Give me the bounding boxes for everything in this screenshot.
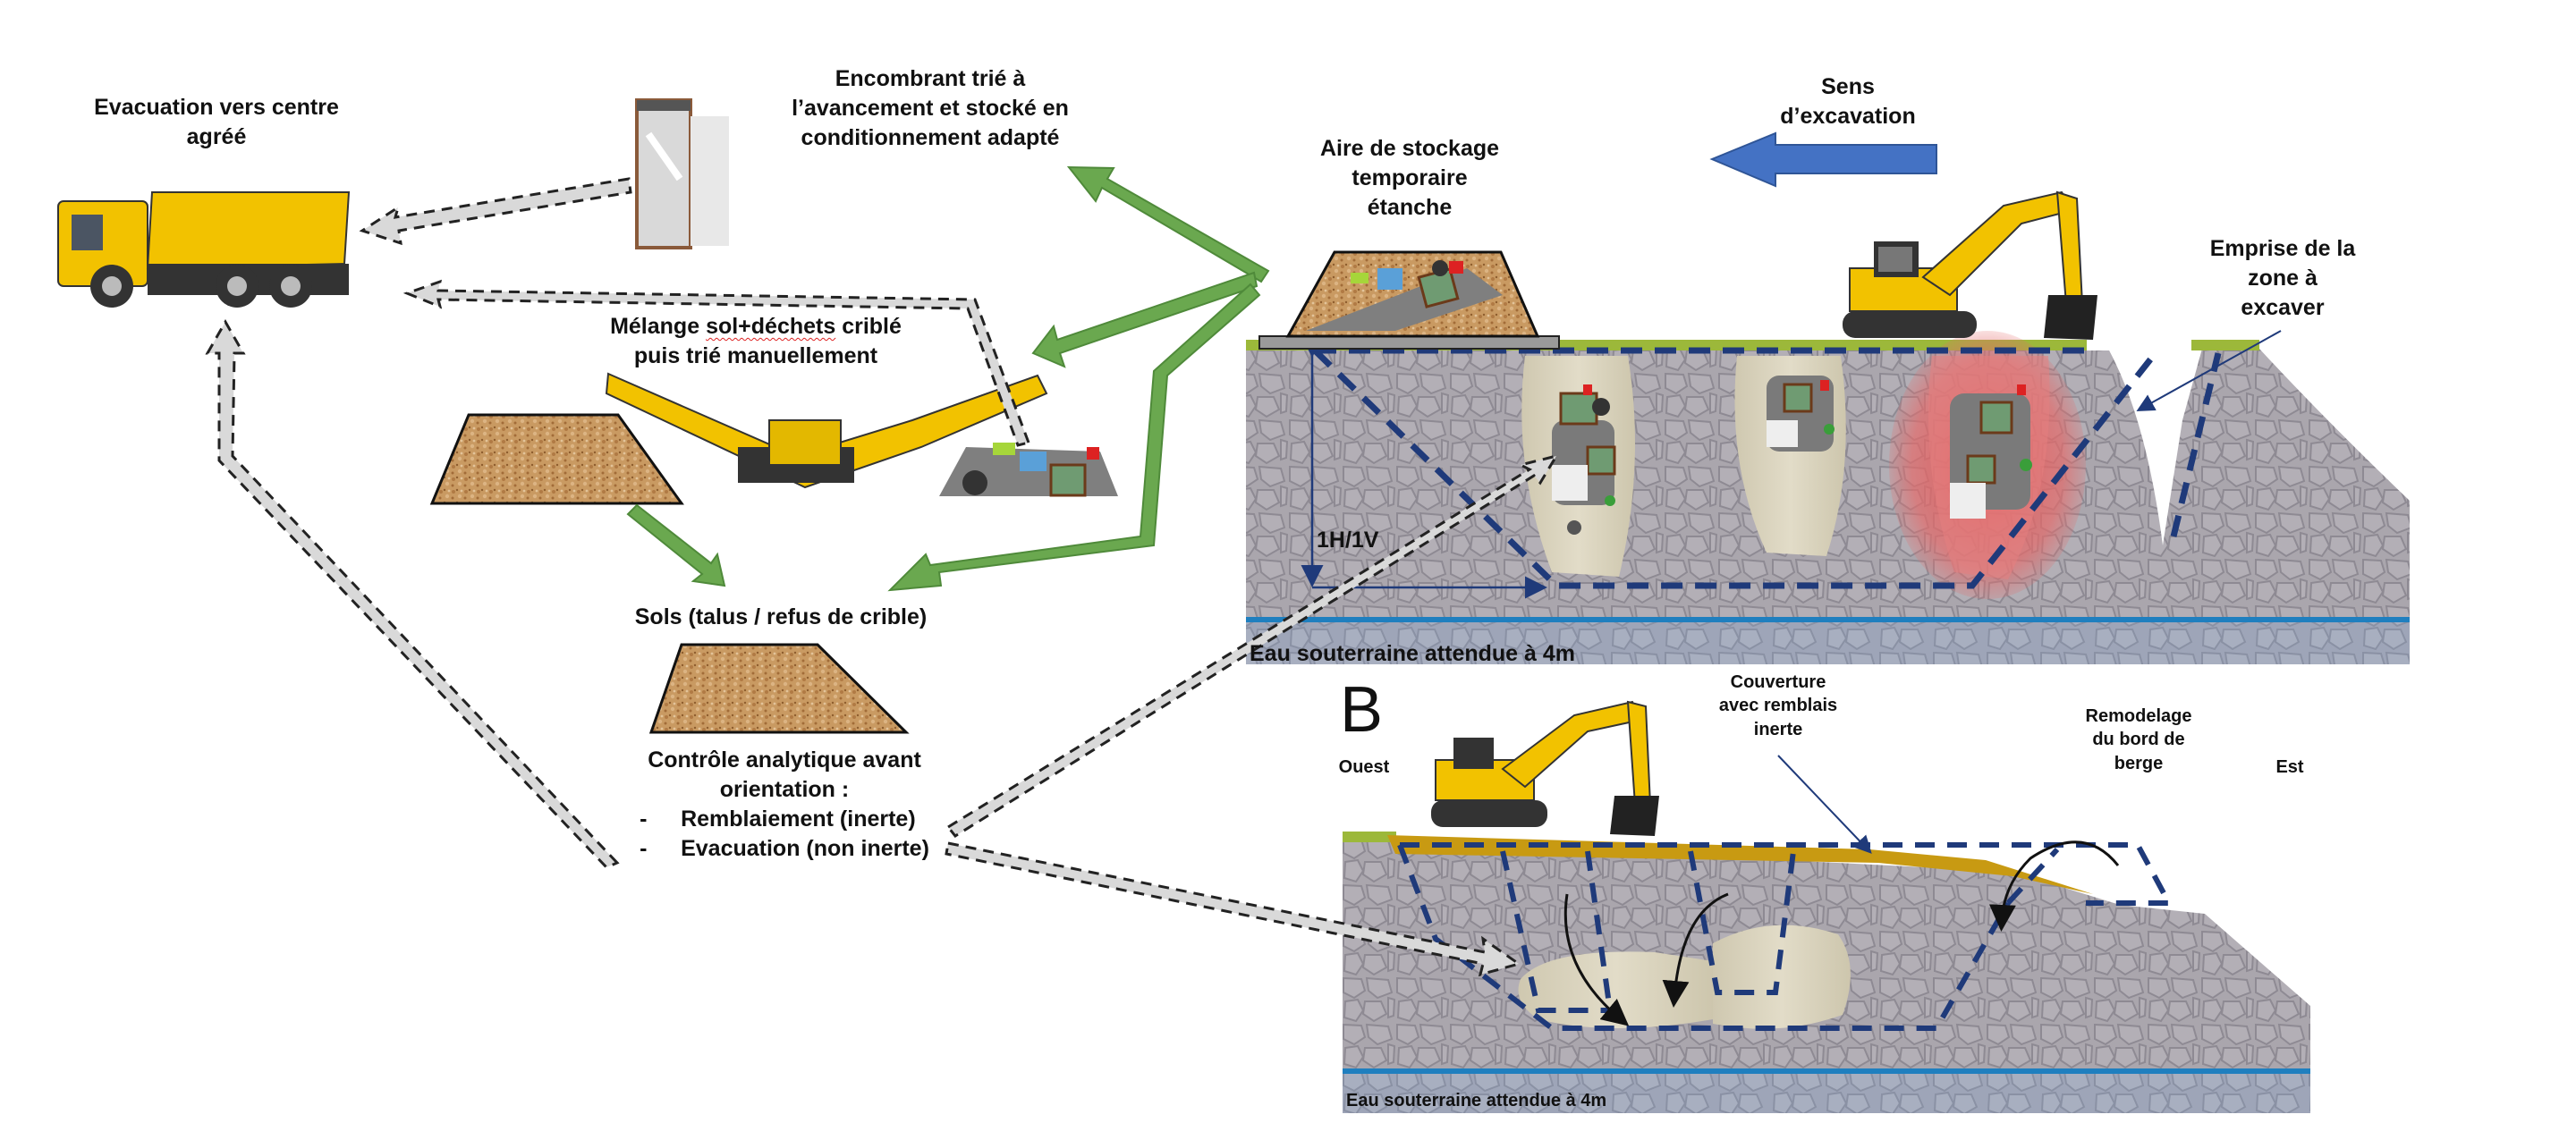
label-emprise-line3: excaver: [2241, 295, 2325, 320]
excavation-direction-arrow: [1709, 131, 1937, 188]
flow-container-to-truck: [359, 177, 632, 246]
label-encombrant: Encombrant trié à l’avancement et stocké…: [792, 64, 1069, 153]
label-storage-line2: temporaire: [1352, 165, 1468, 190]
debris-cluster-2: [1767, 376, 1835, 452]
controle-item-text: Remblaiement (inerte): [681, 806, 916, 832]
storage-pile-waste: [1306, 260, 1503, 331]
label-direction-line2: d’excavation: [1780, 104, 1916, 129]
label-emprise-line1: Emprise de la: [2209, 236, 2356, 261]
label-controle-line1: Contrôle analytique avant: [648, 747, 921, 773]
excavation-cells-outline: [1397, 842, 2174, 1031]
rotation-arrow-1: [1563, 893, 1630, 1026]
backfilled-lens-2: [1713, 925, 1851, 1029]
label-sols-text: Sols (talus / refus de crible): [634, 604, 928, 629]
label-storage-area: Aire de stockage temporaire étanche: [1320, 134, 1499, 223]
label-emprise: Emprise de la zone à excaver: [2210, 234, 2356, 323]
label-est-text: Est: [2275, 757, 2304, 777]
section-b-topsoil: [1343, 832, 1396, 842]
label-melange-line1: Mélange sol+déchets criblé: [610, 312, 902, 342]
label-evacuation: Evacuation vers centre agréé: [94, 93, 339, 152]
couverture-pointer: [1777, 755, 1872, 854]
emprise-pointer: [2136, 330, 2282, 411]
controle-item-text: Evacuation (non inerte): [681, 836, 929, 861]
section-a-water-zone: [1246, 620, 2410, 664]
flow-controle-to-truck: [205, 318, 620, 869]
label-couverture: Couverture avec remblais inerte: [1719, 671, 1837, 741]
label-groundwater-b: Eau souterraine attendue à 4m: [1346, 1089, 1606, 1112]
label-melange: Mélange sol+déchets criblé puis trié man…: [610, 312, 902, 371]
section-b-letter: B: [1340, 674, 1384, 746]
label-controle: Contrôle analytique avant orientation : …: [640, 746, 929, 864]
label-couverture-line3: inerte: [1753, 719, 1803, 739]
green-arrow-to-sols: [887, 283, 1261, 592]
label-encombrant-line1: Encombrant trié à: [835, 66, 1026, 91]
soil-pile-screened: [429, 413, 684, 505]
excavation-outline: [1312, 347, 2222, 589]
list-dash: -: [640, 806, 648, 832]
debris-cluster-1: [1552, 384, 1616, 535]
label-evacuation-line2: agréé: [186, 124, 247, 149]
label-remodelage-line3: berge: [2114, 753, 2164, 773]
label-melange-line2: puis trié manuellement: [633, 343, 878, 368]
section-a-topsoil-right: [2191, 340, 2259, 350]
label-excavation-direction: Sens d’excavation: [1780, 72, 1915, 131]
label-sols: Sols (talus / refus de crible): [635, 603, 927, 632]
excavator-icon: [1843, 190, 2097, 340]
label-slope: 1H/1V: [1317, 526, 1378, 555]
label-evacuation-line1: Evacuation vers centre: [94, 95, 339, 120]
label-encombrant-line2: l’avancement et stocké en: [792, 96, 1069, 121]
label-direction-line1: Sens: [1821, 74, 1875, 99]
label-groundwater-a: Eau souterraine attendue à 4m: [1250, 639, 1575, 669]
groundwater-a-text: Eau souterraine attendue à 4m: [1250, 641, 1576, 666]
storage-slab: [1258, 335, 1560, 350]
groundwater-b-text: Eau souterraine attendue à 4m: [1346, 1091, 1607, 1110]
label-remodelage-line1: Remodelage: [2085, 706, 2192, 726]
rotation-arrow-2: [1662, 892, 1729, 1008]
label-ouest: Ouest: [1339, 756, 1390, 779]
label-storage-line1: Aire de stockage: [1319, 136, 1500, 161]
label-est: Est: [2275, 756, 2303, 779]
screening-machine-icon: [605, 372, 1048, 489]
backfill-cover: [1387, 835, 2093, 894]
debris-cluster-3: [1950, 384, 2032, 519]
rotation-arrow-3: [1988, 840, 2120, 932]
soil-pile-sols: [648, 643, 910, 734]
melange-post: criblé: [835, 314, 902, 339]
gray-flow-arrows: [205, 177, 1560, 977]
section-b: [1343, 700, 2310, 1113]
controle-item-evacuation: - Evacuation (non inerte): [640, 834, 929, 864]
label-controle-line2: orientation :: [719, 777, 850, 802]
label-storage-line3: étanche: [1367, 195, 1453, 220]
flow-controle-to-backfill: [945, 841, 1522, 977]
flow-screen-to-truck: [402, 279, 1030, 447]
flow-controle-to-lens: [945, 453, 1560, 838]
list-dash: -: [640, 836, 648, 861]
waste-container-icon: [635, 98, 729, 249]
label-remodelage-line2: du bord de: [2092, 730, 2185, 750]
controle-item-remblaiement: - Remblaiement (inerte): [640, 805, 929, 834]
label-encombrant-line3: conditionnement adapté: [801, 125, 1060, 150]
green-arrow-to-encombrant: [1066, 165, 1270, 283]
label-emprise-line2: zone à: [2248, 266, 2318, 291]
label-couverture-line1: Couverture: [1730, 672, 1826, 692]
label-ouest-text: Ouest: [1338, 757, 1390, 777]
excavator-b-icon: [1431, 700, 1659, 836]
green-arrow-pile-to-sols: [626, 503, 726, 587]
sorted-waste-pile: [939, 443, 1118, 497]
green-arrow-to-melange: [1031, 271, 1258, 368]
slope-ratio-text: 1H/1V: [1317, 528, 1379, 553]
melange-pre: Mélange: [610, 314, 707, 339]
dump-truck-icon: [57, 191, 351, 308]
section-a: [1246, 190, 2410, 664]
section-b-water-zone: [1343, 1071, 2310, 1113]
melange-spellcheck-word: sol+déchets: [706, 314, 836, 339]
label-remodelage: Remodelage du bord de berge: [2086, 705, 2192, 775]
label-couverture-line2: avec remblais: [1718, 696, 1838, 716]
backfilled-lens-1: [1518, 951, 1713, 1028]
green-flow-arrows: [626, 165, 1270, 592]
